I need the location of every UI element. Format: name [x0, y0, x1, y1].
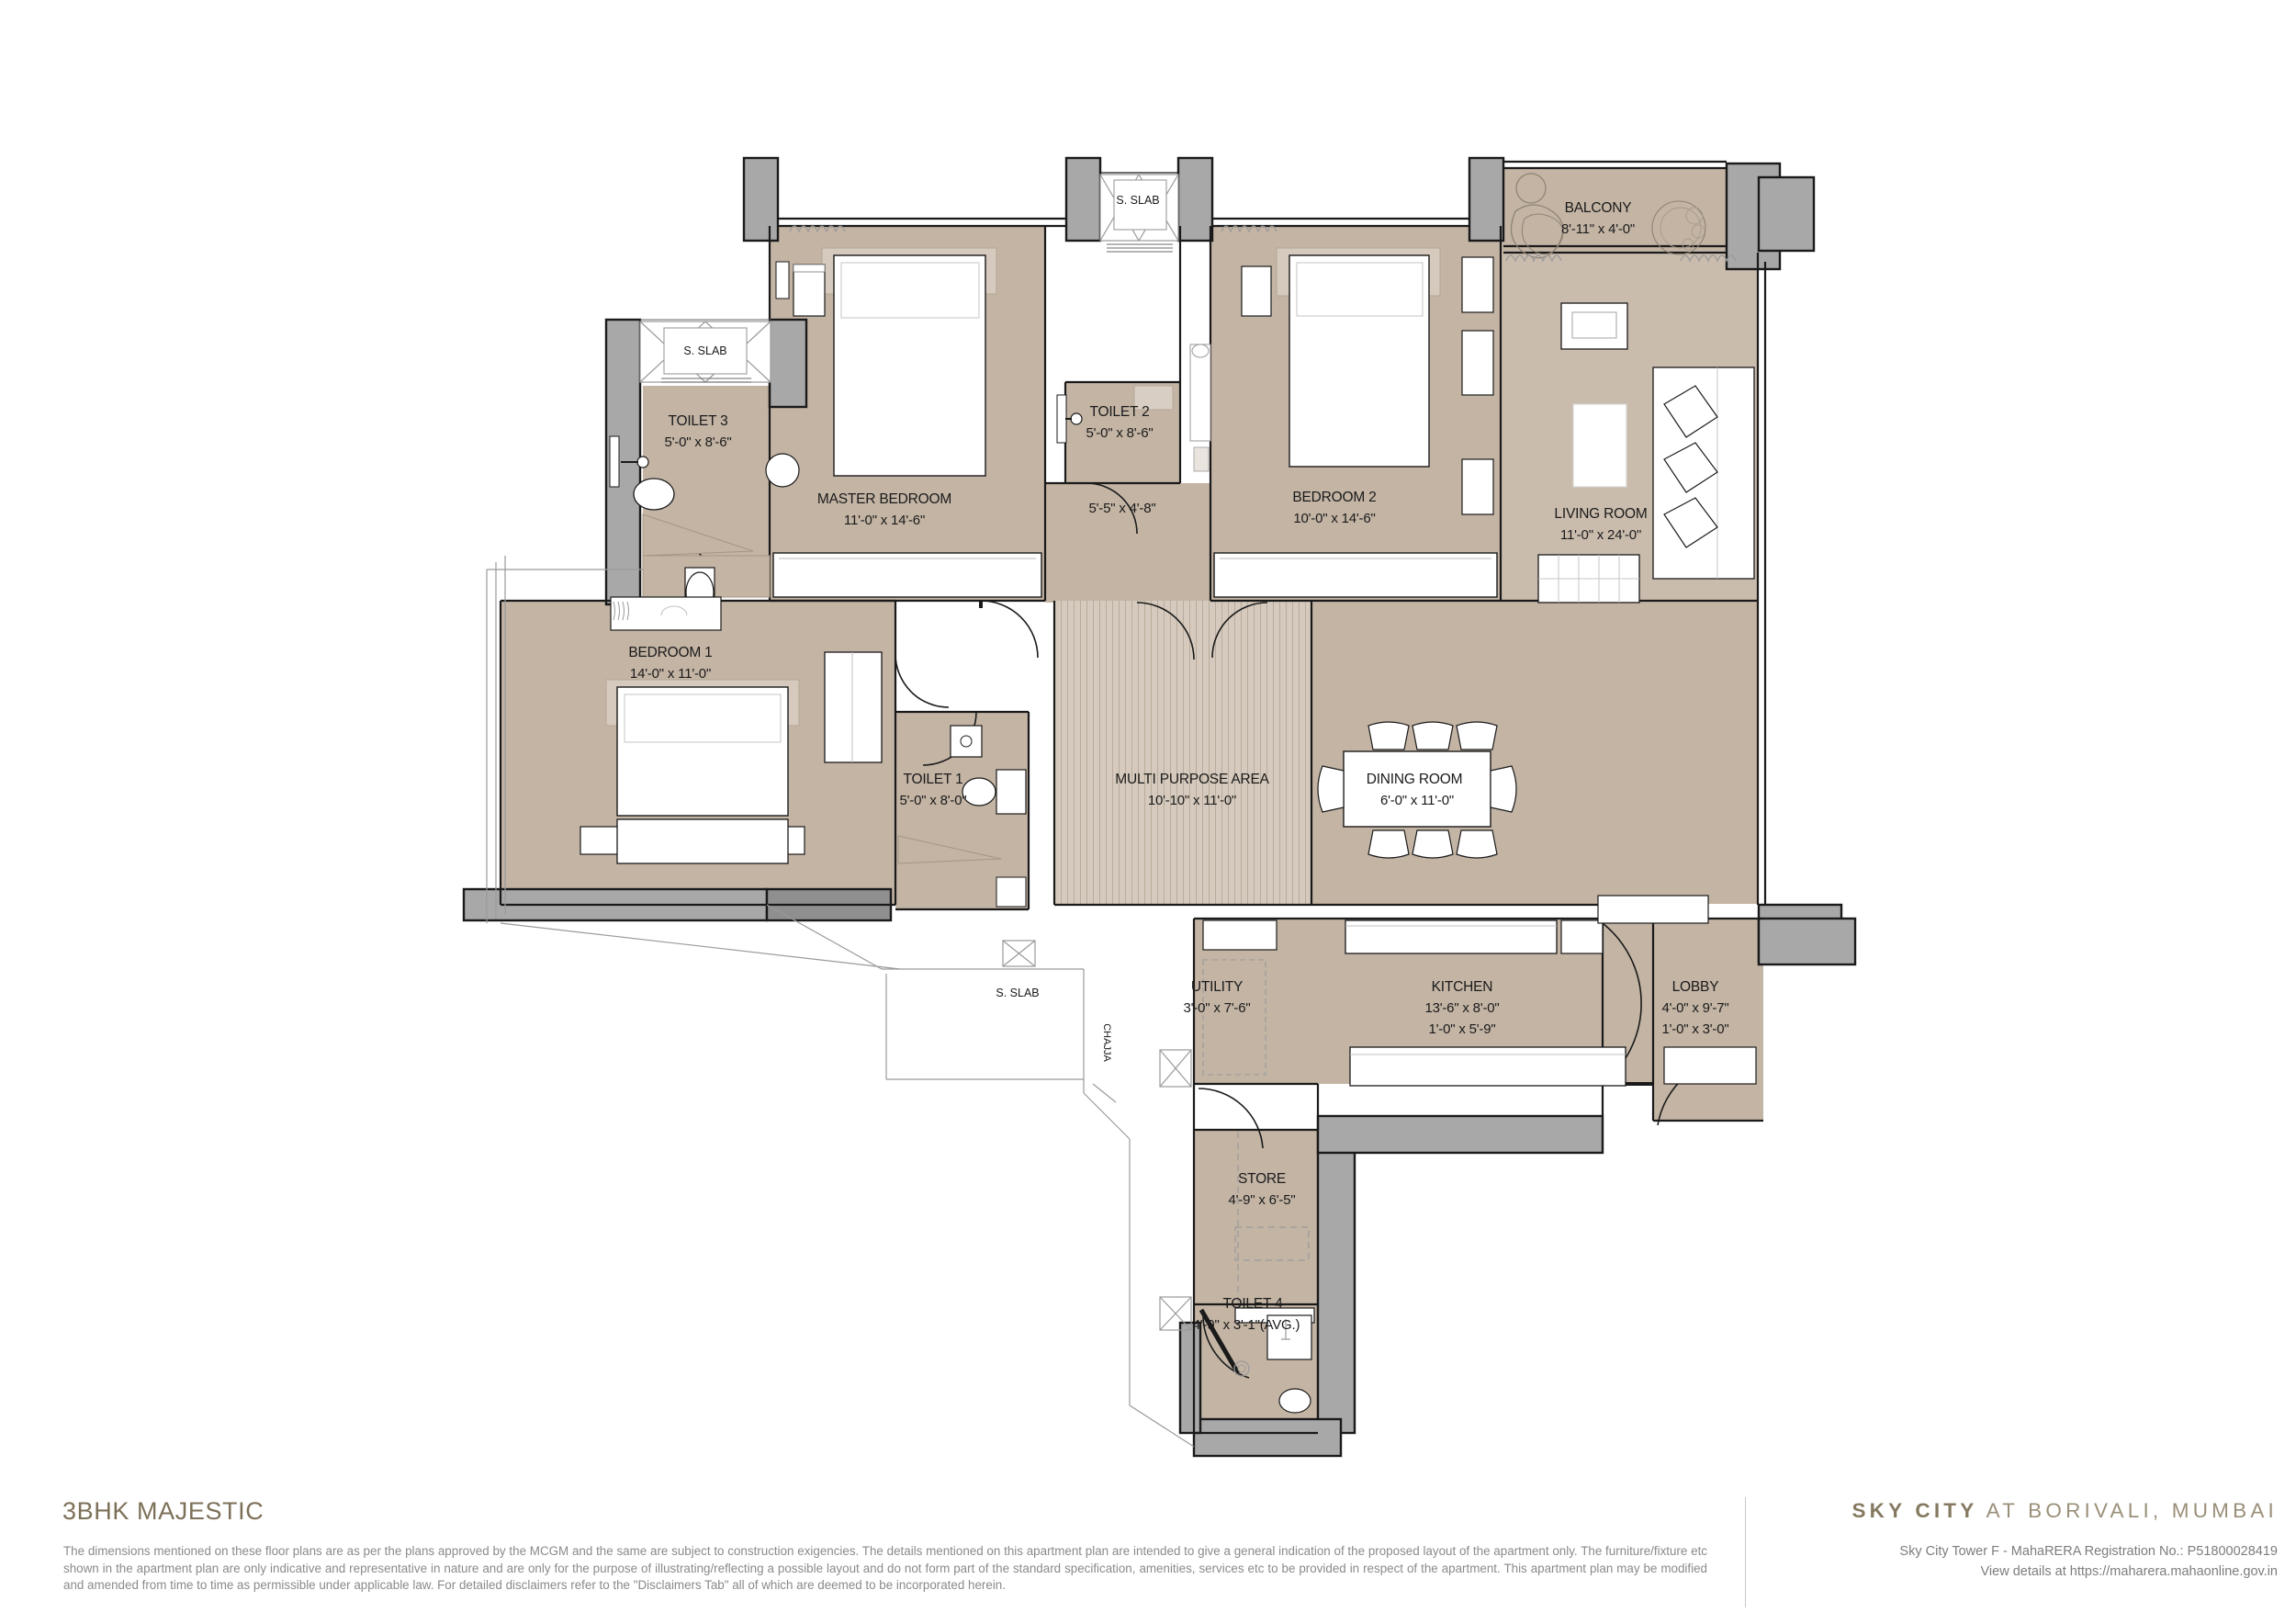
- room-label-bedroom1-dim: 14'-0" x 11'-0": [630, 666, 711, 682]
- brand-lockup: SKY CITY AT BORIVALI, MUMBAI: [1851, 1499, 2278, 1523]
- room-label-mpa-name: MULTI PURPOSE AREA: [1115, 772, 1269, 787]
- room-label-toilet1-dim: 5'-0" x 8'-0": [900, 793, 967, 808]
- footer-divider: [1745, 1497, 1746, 1607]
- room-label-dining-name: DINING ROOM: [1367, 772, 1463, 787]
- small-shafts: [1002, 940, 1192, 1331]
- annotation-sslab-left: S. SLAB: [683, 344, 726, 357]
- room-label-passage-dim: 5'-5" x 4'-8": [1089, 501, 1156, 516]
- annotation-chajja: CHAJJA: [1101, 1023, 1112, 1062]
- room-label-toilet2-name: TOILET 2: [1089, 404, 1149, 420]
- room-label-store-dim: 4'-9" x 6'-5": [1229, 1192, 1296, 1208]
- service-slabs: [639, 172, 1179, 383]
- room-label-toilet3-name: TOILET 3: [668, 413, 727, 429]
- room-label-kitchen-dim1: 13'-6" x 8'-0": [1424, 1000, 1499, 1016]
- room-label-utility-name: UTILITY: [1191, 979, 1243, 995]
- room-label-mpa-dim: 10'-10" x 11'-0": [1148, 793, 1236, 808]
- brand-location: AT BORIVALI, MUMBAI: [1977, 1499, 2278, 1522]
- windows: [789, 225, 1737, 263]
- brand-name: SKY CITY: [1851, 1499, 1978, 1522]
- room-label-balcony-dim: 8'-11" x 4'-0": [1561, 221, 1635, 237]
- room-label-bedroom1-name: BEDROOM 1: [628, 645, 712, 660]
- room-label-balcony-name: BALCONY: [1565, 200, 1632, 216]
- rera-link: View details at https://maharera.mahaonl…: [1980, 1564, 2278, 1579]
- annotation-sslab-top: S. SLAB: [1116, 194, 1159, 207]
- plan-title: 3BHK MAJESTIC: [62, 1497, 264, 1525]
- room-label-living-dim: 11'-0" x 24'-0": [1560, 527, 1641, 543]
- plan-annotations: S. SLAB S. SLAB S. SLAB CHAJJA: [683, 194, 1159, 1062]
- room-labels: TOILET 3 5'-0" x 8'-6" MASTER BEDROOM 11…: [628, 200, 1728, 1333]
- room-label-lobby-dim2: 1'-0" x 3'-0": [1662, 1021, 1729, 1037]
- rera-registration: Sky City Tower F - MahaRERA Registration…: [1899, 1544, 2278, 1559]
- room-label-utility-dim: 3'-0" x 7'-6": [1184, 1000, 1251, 1016]
- disclaimer-text: The dimensions mentioned on these floor …: [63, 1544, 1707, 1593]
- rera-info: Sky City Tower F - MahaRERA Registration…: [1899, 1541, 2278, 1582]
- room-label-kitchen-dim2: 1'-0" x 5'-9": [1429, 1021, 1496, 1037]
- annotation-sslab-bottom: S. SLAB: [996, 987, 1039, 999]
- room-label-toilet4-dim: 4'-9" x 3'-1"(AVG.): [1193, 1317, 1300, 1333]
- furniture: [580, 173, 1757, 1414]
- room-label-lobby-dim1: 4'-0" x 9'-7": [1662, 1000, 1729, 1016]
- room-label-toilet1-name: TOILET 1: [903, 772, 962, 787]
- room-label-living-name: LIVING ROOM: [1554, 506, 1647, 522]
- room-label-store-name: STORE: [1238, 1171, 1286, 1187]
- room-label-master-name: MASTER BEDROOM: [817, 491, 951, 507]
- room-label-toilet3-dim: 5'-0" x 8'-6": [665, 434, 732, 450]
- room-label-bedroom2-name: BEDROOM 2: [1292, 490, 1376, 505]
- footer: 3BHK MAJESTIC The dimensions mentioned o…: [0, 1497, 2296, 1624]
- room-label-dining-dim: 6'-0" x 11'-0": [1380, 793, 1454, 808]
- room-label-kitchen-name: KITCHEN: [1432, 979, 1493, 995]
- room-label-toilet2-dim: 5'-0" x 8'-6": [1086, 425, 1154, 441]
- room-label-toilet4-name: TOILET 4: [1222, 1296, 1283, 1312]
- room-label-lobby-name: LOBBY: [1672, 979, 1719, 995]
- room-label-bedroom2-dim: 10'-0" x 14'-6": [1293, 511, 1375, 526]
- room-label-master-dim: 11'-0" x 14'-6": [844, 513, 925, 528]
